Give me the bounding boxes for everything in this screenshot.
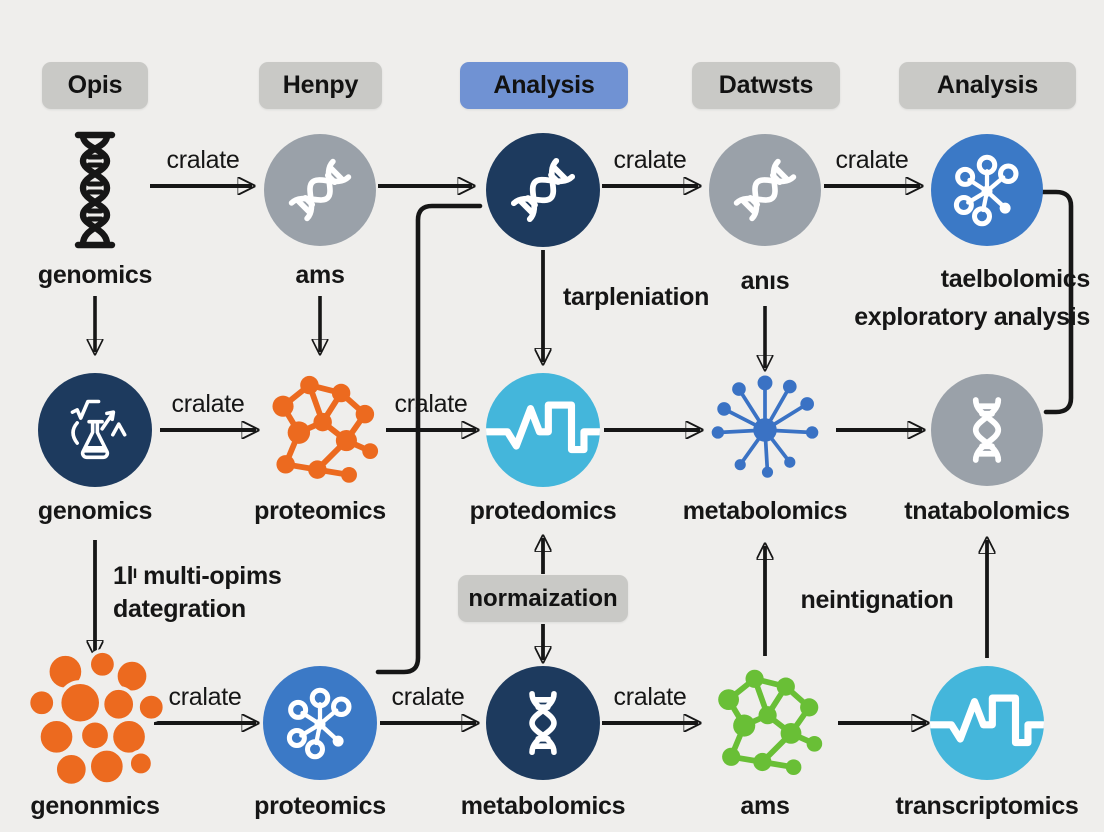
blob-cluster-icon bbox=[19, 648, 171, 796]
edge-label: cralate bbox=[171, 390, 245, 418]
header-badge-henpy: Henpy bbox=[259, 62, 382, 109]
multi-omics-integration-label: 1lᶦ multi-opims dategration bbox=[113, 560, 282, 626]
gray-circle bbox=[709, 134, 821, 246]
exploratory-analysis-label: exploratory analysis bbox=[854, 303, 1090, 331]
node-proteomics-r3c2 bbox=[263, 666, 377, 780]
node-genomics-r2c1 bbox=[38, 373, 152, 487]
node-label: proteomics bbox=[254, 792, 386, 820]
edge-label: cralate bbox=[166, 146, 240, 174]
normalization-label: normaization bbox=[468, 584, 618, 612]
dandelion-network-icon bbox=[703, 368, 827, 492]
edge-label: cralate bbox=[168, 683, 242, 711]
edge-label: cralate bbox=[613, 146, 687, 174]
navy-circle bbox=[486, 666, 600, 780]
navy-circle bbox=[486, 133, 600, 247]
node-taelbolomics-r1c5 bbox=[931, 134, 1043, 246]
gray-circle bbox=[931, 374, 1043, 486]
waveform-icon bbox=[930, 666, 1044, 780]
node-label: anıs bbox=[740, 267, 790, 295]
blue-circle bbox=[263, 666, 377, 780]
node-metabolomics-r3c3 bbox=[486, 666, 600, 780]
reintegration-label: neintignation bbox=[800, 586, 954, 614]
normalization-badge: normaization bbox=[458, 575, 628, 622]
elbow-proteomics-r3-to-analysis-r1 bbox=[375, 203, 483, 675]
navy-circle bbox=[38, 373, 152, 487]
integration-line1: 1lᶦ multi-opims bbox=[113, 562, 282, 590]
node-label: taelbolomics bbox=[940, 265, 1091, 293]
edge-label: cralate bbox=[613, 683, 687, 711]
blue-circle bbox=[931, 134, 1043, 246]
integration-line2: dategration bbox=[113, 595, 246, 623]
node-label: tnatabolomics bbox=[904, 497, 1070, 525]
node-label: genonmics bbox=[30, 792, 160, 820]
node-protedomics-r2c3 bbox=[486, 373, 600, 487]
dna-helix-icon bbox=[503, 150, 583, 230]
node-label: genomics bbox=[37, 497, 153, 525]
node-anis-r1c4 bbox=[709, 134, 821, 246]
node-label: transcriptomics bbox=[895, 792, 1079, 820]
node-genomics-r1c1 bbox=[55, 130, 135, 250]
node-tnatabolomics-r2c5 bbox=[931, 374, 1043, 486]
elbow-taelbolomics-r1-to-tnatabolomics-r2 bbox=[1039, 189, 1074, 415]
edge-label: cralate bbox=[391, 683, 465, 711]
node-genonmics-r3c1 bbox=[19, 648, 171, 796]
header-badge-label: Henpy bbox=[282, 71, 359, 99]
node-transcriptomics-r3c5 bbox=[930, 666, 1044, 780]
dna-helix-icon bbox=[947, 390, 1027, 470]
node-analysis-dna-r1c3 bbox=[486, 133, 600, 247]
node-proteomics-r2c2 bbox=[252, 364, 388, 496]
network-icon bbox=[252, 364, 388, 496]
header-badge-label: Analysis bbox=[493, 71, 595, 99]
dna-helix-icon bbox=[281, 151, 359, 229]
dna-helix-icon bbox=[726, 151, 804, 229]
header-badge-label: Datwsts bbox=[718, 71, 814, 99]
header-badge-analysis: Analysis bbox=[899, 62, 1076, 109]
node-ams-r3c4 bbox=[698, 658, 832, 788]
transplantation-label: tarpleniation bbox=[563, 283, 710, 311]
node-label: metabolomics bbox=[682, 497, 848, 525]
gray-circle bbox=[264, 134, 376, 246]
header-badge-datwsts: Datwsts bbox=[692, 62, 840, 109]
network-icon bbox=[698, 658, 832, 788]
molecule-hub-icon bbox=[280, 683, 360, 763]
molecule-hub-icon bbox=[947, 150, 1027, 230]
waveform-icon bbox=[486, 373, 600, 487]
node-label: ams bbox=[740, 792, 790, 820]
header-badge-analysis-blue: Analysis bbox=[460, 62, 628, 109]
edge-label: cralate bbox=[835, 146, 909, 174]
node-label: ams bbox=[295, 261, 345, 289]
node-label: genomics bbox=[37, 261, 153, 289]
cyan-circle bbox=[930, 666, 1044, 780]
flask-math-icon bbox=[57, 392, 133, 468]
dna-helix-icon bbox=[55, 130, 135, 250]
cyan-circle bbox=[486, 373, 600, 487]
edge-label: cralate bbox=[394, 390, 468, 418]
node-ams-r1c2 bbox=[264, 134, 376, 246]
node-label: metabolomics bbox=[460, 792, 626, 820]
header-badge-opis: Opis bbox=[42, 62, 148, 109]
header-badge-label: Analysis bbox=[936, 71, 1039, 99]
node-label: protedomics bbox=[469, 497, 617, 525]
header-badge-label: Opis bbox=[67, 71, 123, 99]
node-metabolomics-r2c4 bbox=[703, 368, 827, 492]
dna-helix-icon bbox=[504, 684, 582, 762]
taelbolomics-label-block: taelbolomics exploratory analysis bbox=[854, 260, 1090, 336]
node-label: proteomics bbox=[254, 497, 386, 525]
